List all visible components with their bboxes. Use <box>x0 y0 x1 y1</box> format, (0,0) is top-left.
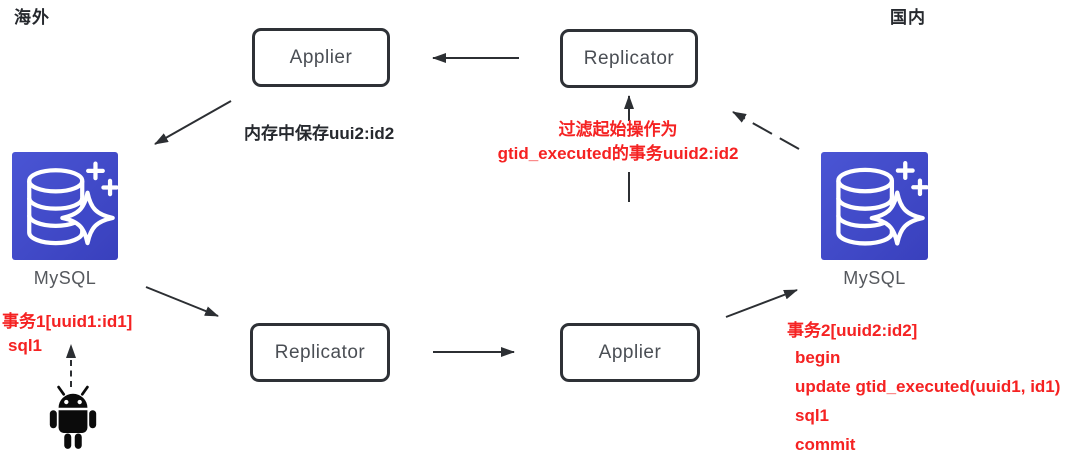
filter-note: 过滤起始操作为 gtid_executed的事务uuid2:id2 <box>468 118 768 166</box>
arrow-applier-bottom-to-mysql-right <box>725 289 798 318</box>
filter-note-line2: gtid_executed的事务uuid2:id2 <box>497 144 739 163</box>
node-replicator-top-label: Replicator <box>583 47 675 69</box>
mysql-database-icon <box>12 152 118 260</box>
node-replicator-bottom: Replicator <box>250 323 390 382</box>
node-applier-top: Applier <box>252 28 390 87</box>
node-replicator-bottom-label: Replicator <box>274 341 366 363</box>
node-applier-top-label: Applier <box>289 46 353 68</box>
txn2-line-commit: commit <box>795 435 856 454</box>
node-applier-bottom: Applier <box>560 323 700 382</box>
filter-note-line1: 过滤起始操作为 <box>558 120 678 139</box>
mysql-left-caption: MySQL <box>33 268 97 288</box>
arrow-mysql-left-to-replicator-bottom <box>145 286 219 317</box>
txn2-line-begin: begin <box>795 348 841 367</box>
arrow-applier-top-to-mysql-left <box>154 100 232 145</box>
memory-note: 内存中保存uui2:id2 <box>244 124 395 143</box>
mysql-right-caption: MySQL <box>843 268 906 288</box>
txn2-line-sql: sql1 <box>795 406 830 425</box>
mysql-database-icon <box>821 152 928 260</box>
android-robot-icon <box>42 384 104 452</box>
node-replicator-top: Replicator <box>560 29 698 88</box>
txn2-line-update: update gtid_executed(uuid1, id1) <box>795 377 1061 396</box>
region-label-domestic: 国内 <box>890 8 926 27</box>
region-label-overseas: 海外 <box>14 8 50 27</box>
node-applier-bottom-label: Applier <box>598 341 662 363</box>
txn1-title: 事务1[uuid1:id1] <box>2 312 133 331</box>
txn1-sql: sql1 <box>8 336 43 355</box>
txn2-title: 事务2[uuid2:id2] <box>787 321 918 340</box>
